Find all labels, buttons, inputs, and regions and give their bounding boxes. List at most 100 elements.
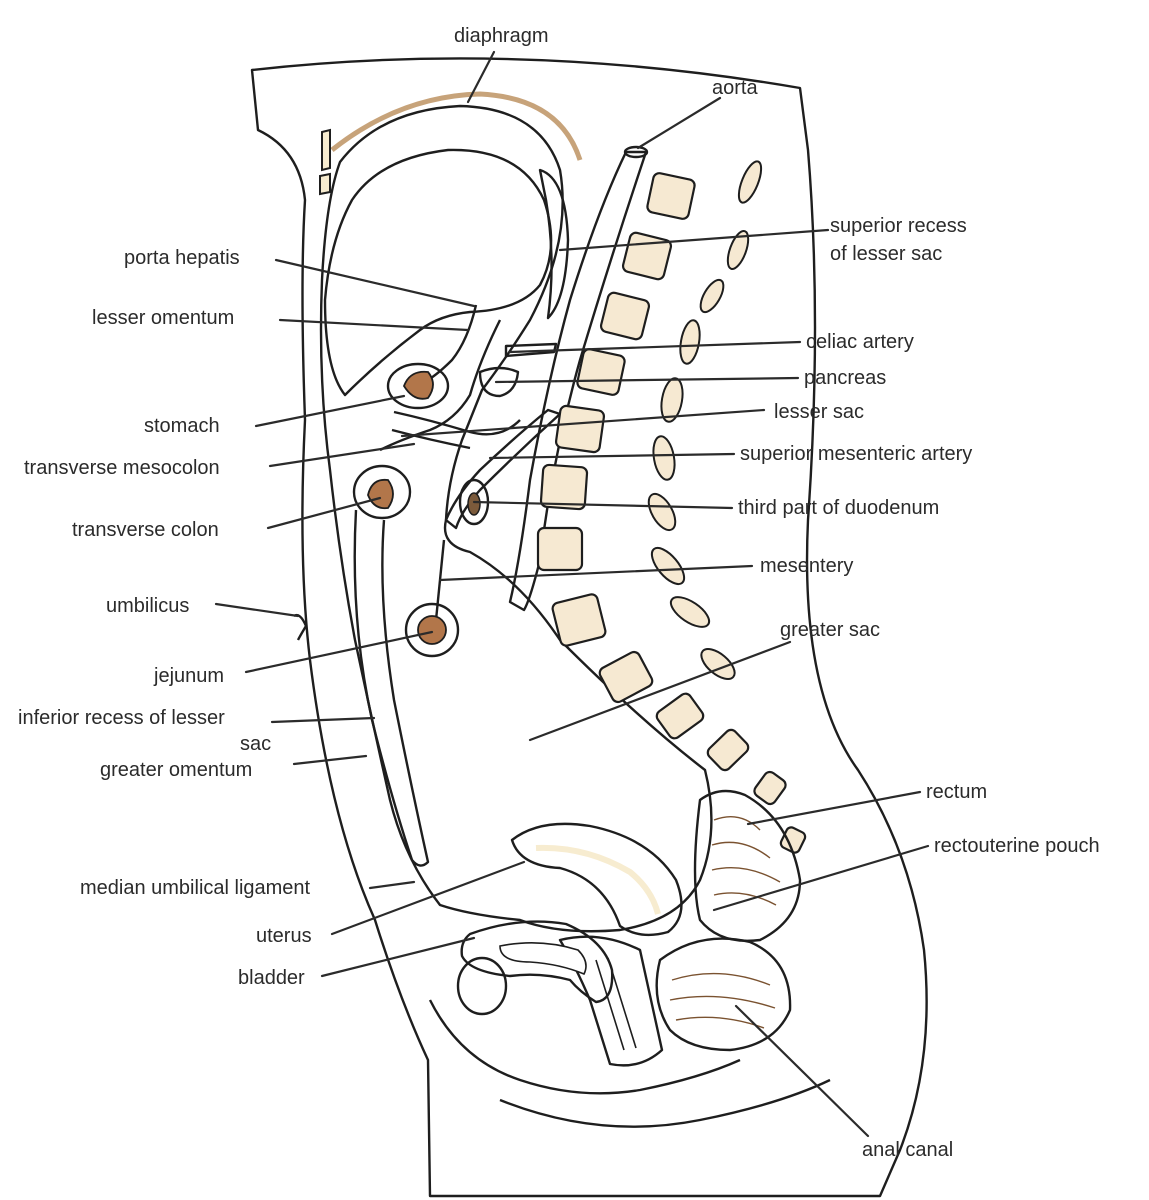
superior-mesenteric-artery <box>444 408 562 530</box>
stomach-leader <box>254 394 406 428</box>
label-diaphragm: diaphragm <box>454 25 549 47</box>
label-transverse-colon: transverse colon <box>72 519 219 541</box>
label-rectouterine-pouch: rectouterine pouch <box>934 835 1100 857</box>
pubic-symphysis <box>456 956 508 1016</box>
umbilicus-leader <box>214 602 300 618</box>
labels: diaphragm aorta superior recess of lesse… <box>18 25 1100 1161</box>
inferior-recess-leader <box>270 716 376 724</box>
label-umbilicus: umbilicus <box>106 595 189 617</box>
median-umbilical-ligament-leader <box>368 880 416 890</box>
spinous-process <box>650 546 686 586</box>
transverse-mesocolon <box>393 410 521 436</box>
label-stomach: stomach <box>144 415 220 437</box>
spinous-process <box>737 160 763 204</box>
anal-canal-folds <box>669 972 776 1029</box>
aorta-leader <box>636 96 722 150</box>
rectum-leader <box>746 790 922 826</box>
rectum <box>693 789 802 942</box>
aorta-opening <box>623 145 649 159</box>
rib-marks <box>319 128 331 196</box>
jejunum-lumen <box>417 615 447 645</box>
uterus-leader <box>330 860 526 936</box>
label-median-umbilical-ligament: median umbilical ligament <box>80 877 311 899</box>
vertebra <box>655 692 705 740</box>
stomach <box>386 362 450 410</box>
transverse-mesocolon-leader <box>268 442 416 468</box>
duodenum-leader <box>472 500 734 510</box>
spinous-process <box>669 596 711 628</box>
bladder-lumen <box>499 942 587 976</box>
label-celiac-artery: celiac artery <box>806 331 914 353</box>
greater-omentum <box>353 509 430 867</box>
label-rectum: rectum <box>926 781 987 803</box>
rectouterine-pouch-leader <box>712 844 930 912</box>
vertebra <box>539 463 589 511</box>
label-third-part-duodenum: third part of duodenum <box>738 497 939 519</box>
stomach-lumen <box>403 370 434 400</box>
vertebra <box>753 770 787 806</box>
label-bladder: bladder <box>238 967 305 989</box>
body-wall <box>250 57 928 1198</box>
leader-lines <box>214 50 930 1138</box>
spinous-process <box>726 230 750 270</box>
spinous-process <box>679 319 701 365</box>
diaphragm-leader <box>466 50 496 104</box>
bladder-leader <box>320 936 476 978</box>
duodenum-lumen <box>467 492 481 516</box>
label-lesser-omentum: lesser omentum <box>92 307 234 329</box>
pelvis-outline <box>428 999 741 1095</box>
label-inferior-recess-line1: inferior recess of lesser <box>18 707 225 729</box>
peritoneal-cavity <box>319 104 713 933</box>
vertebra <box>646 172 696 220</box>
perineum-outline <box>499 1078 831 1128</box>
lesser-sac-boundary <box>379 319 502 452</box>
mesentery-leader <box>438 564 754 582</box>
liver <box>323 148 553 397</box>
spinous-processes <box>647 160 763 680</box>
aorta <box>508 150 648 612</box>
vertebra <box>551 593 607 647</box>
vertebra <box>598 650 654 704</box>
spinous-process <box>647 492 677 532</box>
vertebra <box>621 231 673 281</box>
transverse-mesocolon-lower <box>391 428 471 450</box>
jejunum-leader <box>244 630 434 674</box>
superior-mesenteric-artery-leader <box>488 452 736 460</box>
spinous-process <box>699 278 725 314</box>
greater-sac-leader <box>528 640 792 742</box>
label-porta-hepatis: porta hepatis <box>124 247 240 269</box>
lesser-omentum-leader <box>278 318 470 332</box>
spinous-process <box>660 377 684 423</box>
greater-omentum-leader <box>292 754 368 766</box>
umbilicus-notch <box>293 613 308 641</box>
anal-canal <box>655 937 792 1052</box>
label-greater-sac: greater sac <box>780 619 880 641</box>
label-pancreas: pancreas <box>804 367 886 389</box>
vertebra <box>554 404 606 454</box>
spinous-process <box>652 435 676 481</box>
label-greater-omentum: greater omentum <box>100 759 252 781</box>
label-transverse-mesocolon: transverse mesocolon <box>24 457 220 479</box>
transverse-colon-lumen <box>367 478 394 510</box>
vertebra <box>706 728 750 772</box>
lesser-sac-leader <box>400 408 766 438</box>
porta-hepatis-leader <box>274 258 476 308</box>
transverse-colon-leader <box>266 496 382 530</box>
pancreas <box>478 366 520 398</box>
transverse-colon <box>352 464 412 520</box>
diaphragm-band <box>330 91 583 161</box>
uterus-cavity <box>535 844 661 915</box>
label-inferior-recess-line2: sac <box>240 733 271 755</box>
superior-recess-leader <box>558 228 830 252</box>
vertebral-column <box>536 172 807 854</box>
liver-sliver <box>538 168 570 320</box>
label-aorta: aorta <box>712 77 758 99</box>
label-lesser-sac: lesser sac <box>774 401 864 423</box>
label-superior-recess-line2: of lesser sac <box>830 243 942 265</box>
bladder <box>460 920 614 1004</box>
vertebra <box>536 526 584 572</box>
vertebra <box>599 291 651 341</box>
vertebra <box>576 348 626 396</box>
jejunum <box>404 602 460 658</box>
